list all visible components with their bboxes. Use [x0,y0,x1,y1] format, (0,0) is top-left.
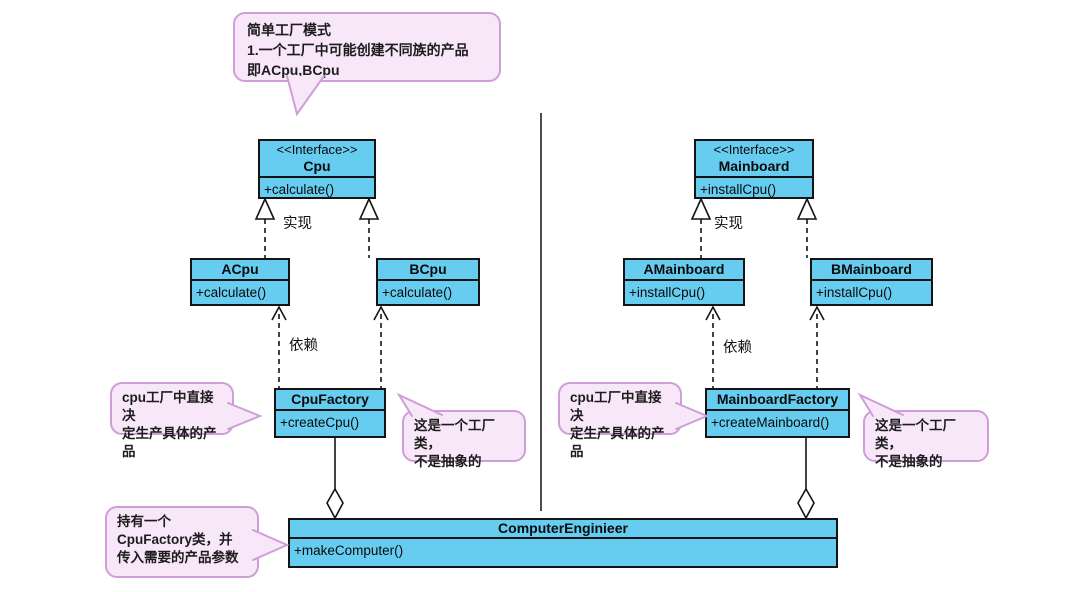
realization-label-right: 实现 [714,216,743,232]
class-name: MainboardFactory [707,390,848,411]
method-label: +installCpu() [816,285,893,300]
class-bcpu: BCpu +calculate() [376,258,480,306]
method-label: +makeComputer() [294,543,404,558]
note-line: cpu工厂中直接决 [122,390,214,423]
realization-label-left: 实现 [283,216,312,232]
note-simple-factory: 简单工厂模式 1.一个工厂中可能创建不同族的产品 即ACpu,BCpu [233,12,501,82]
class-header: <<Interface>> Cpu [260,141,374,178]
realization-triangle-icon [690,197,712,220]
aggregation-diamond-icon [797,487,815,520]
dependency-label-right: 依赖 [723,340,752,356]
realization-triangle-icon [796,197,818,220]
note-line: 即ACpu,BCpu [247,62,340,78]
class-mainboard-interface: <<Interface>> Mainboard +installCpu() [694,139,814,199]
class-computer-engineer: ComputerEnginieer +makeComputer() [288,518,838,568]
note-line: 这是一个工厂类， [414,418,495,451]
class-name: Mainboard [718,158,790,174]
method-label: +createMainboard() [711,415,830,430]
class-mainboard-factory: MainboardFactory +createMainboard() [705,388,850,438]
dependency-arrowhead-icon [271,305,287,321]
note-line: 1.一个工厂中可能创建不同族的产品 [247,42,469,58]
dependency-label-left: 依赖 [289,338,318,354]
class-amainboard: AMainboard +installCpu() [623,258,745,306]
note-cpu-factory-right: 这是一个工厂类， 不是抽象的 [402,410,526,469]
class-name: BMainboard [812,260,931,281]
note-line: 持有一个 [117,514,171,529]
class-name: ComputerEnginieer [290,520,836,539]
note-line: 定生产具体的产品 [122,426,217,459]
note-line: cpu工厂中直接决 [570,390,662,423]
note-line: CpuFactory类，并 [117,532,233,547]
stereotype-label: <<Interface>> [276,142,358,157]
method-label: +calculate() [264,182,335,197]
realization-triangle-icon [358,197,380,220]
dependency-arrowhead-icon [373,305,389,321]
method-label: +installCpu() [700,182,777,197]
method-label: +calculate() [382,285,453,300]
note-line: 不是抽象的 [414,454,482,469]
method-label: +calculate() [196,285,267,300]
note-line: 定生产具体的产品 [570,426,665,459]
note-line: 这是一个工厂类， [875,418,956,451]
class-header: <<Interface>> Mainboard [696,141,812,178]
dependency-arrowhead-icon [705,305,721,321]
note-line: 不是抽象的 [875,454,943,469]
note-cpu-factory-left: cpu工厂中直接决 定生产具体的产品 [110,382,234,459]
class-bmainboard: BMainboard +installCpu() [810,258,933,306]
stereotype-label: <<Interface>> [713,142,795,157]
dependency-arrowhead-icon [809,305,825,321]
class-name: BCpu [378,260,478,281]
note-holds-factory: 持有一个 CpuFactory类，并 传入需要的产品参数 [105,506,259,578]
class-name: Cpu [303,158,331,174]
realization-triangle-icon [254,197,276,220]
class-name: AMainboard [625,260,743,281]
note-mainboard-factory-left: cpu工厂中直接决 定生产具体的产品 [558,382,682,459]
class-cpu-factory: CpuFactory +createCpu() [274,388,386,438]
class-cpu-interface: <<Interface>> Cpu +calculate() [258,139,376,199]
class-acpu: ACpu +calculate() [190,258,290,306]
class-name: CpuFactory [276,390,384,411]
note-line: 简单工厂模式 [247,22,331,38]
aggregation-diamond-icon [326,487,344,520]
method-label: +createCpu() [280,415,360,430]
method-label: +installCpu() [629,285,706,300]
note-mainboard-factory-right: 这是一个工厂类， 不是抽象的 [863,410,989,469]
note-line: 传入需要的产品参数 [117,550,239,565]
class-name: ACpu [192,260,288,281]
